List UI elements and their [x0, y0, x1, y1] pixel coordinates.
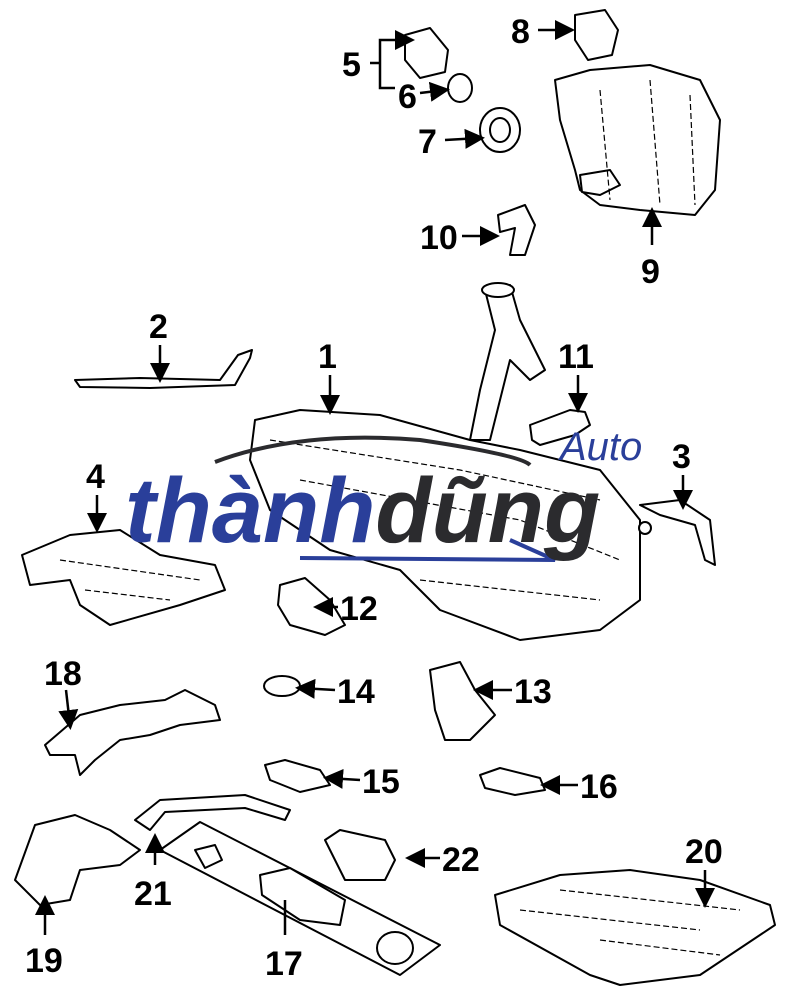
callout-6: 6 [398, 78, 417, 116]
callout-2: 2 [149, 308, 168, 346]
cover-16 [479, 767, 546, 796]
callout-1: 1 [318, 338, 337, 376]
callout-22: 22 [442, 841, 480, 879]
canister [554, 64, 721, 216]
callout-15: 15 [362, 763, 400, 801]
fuel-pump [259, 867, 346, 926]
callout-labels: 1 2 3 4 5 6 7 8 9 10 11 12 13 14 15 16 1… [25, 13, 723, 983]
filter-22 [324, 829, 396, 881]
callout-9: 9 [641, 253, 660, 291]
bracket-3 [639, 499, 716, 566]
callout-3: 3 [672, 438, 691, 476]
callout-7: 7 [418, 123, 437, 161]
seal [447, 73, 473, 103]
brand-part2: dũng [375, 460, 600, 562]
heat-shield-left [21, 529, 226, 626]
bracket-19 [14, 814, 141, 906]
hose-10 [497, 204, 536, 256]
callout-17: 17 [265, 945, 303, 983]
brand-suffix: Auto [558, 425, 642, 469]
cover-12 [277, 577, 346, 636]
brand-wordmark: thànhdũng [125, 460, 600, 562]
callout-10: 10 [420, 219, 458, 257]
heat-shield-20 [494, 869, 776, 986]
callout-13: 13 [514, 673, 552, 711]
watermark-logo: thànhdũng Auto [125, 425, 642, 562]
callout-8: 8 [511, 13, 530, 51]
callout-19: 19 [25, 942, 63, 980]
callout-21: 21 [134, 875, 172, 913]
cover-15 [264, 759, 331, 793]
callout-14: 14 [337, 673, 375, 711]
callout-4: 4 [86, 458, 105, 496]
part-shapes [14, 9, 776, 986]
fuel-tank [249, 409, 641, 641]
leader-lines [35, 20, 715, 935]
filler-cap [404, 27, 449, 79]
bracket-18 [44, 689, 221, 776]
callout-12: 12 [340, 590, 378, 628]
callout-11: 11 [558, 338, 594, 376]
callout-20: 20 [685, 833, 723, 871]
gasket-14 [263, 675, 301, 697]
callout-5: 5 [342, 46, 361, 84]
brand-part1: thành [125, 460, 375, 562]
hose-21 [134, 794, 291, 831]
callout-18: 18 [44, 655, 82, 693]
cover-13 [429, 661, 496, 741]
strap [74, 349, 253, 389]
valve-8 [574, 9, 619, 61]
callout-16: 16 [580, 768, 618, 806]
filler-neck [469, 284, 546, 441]
